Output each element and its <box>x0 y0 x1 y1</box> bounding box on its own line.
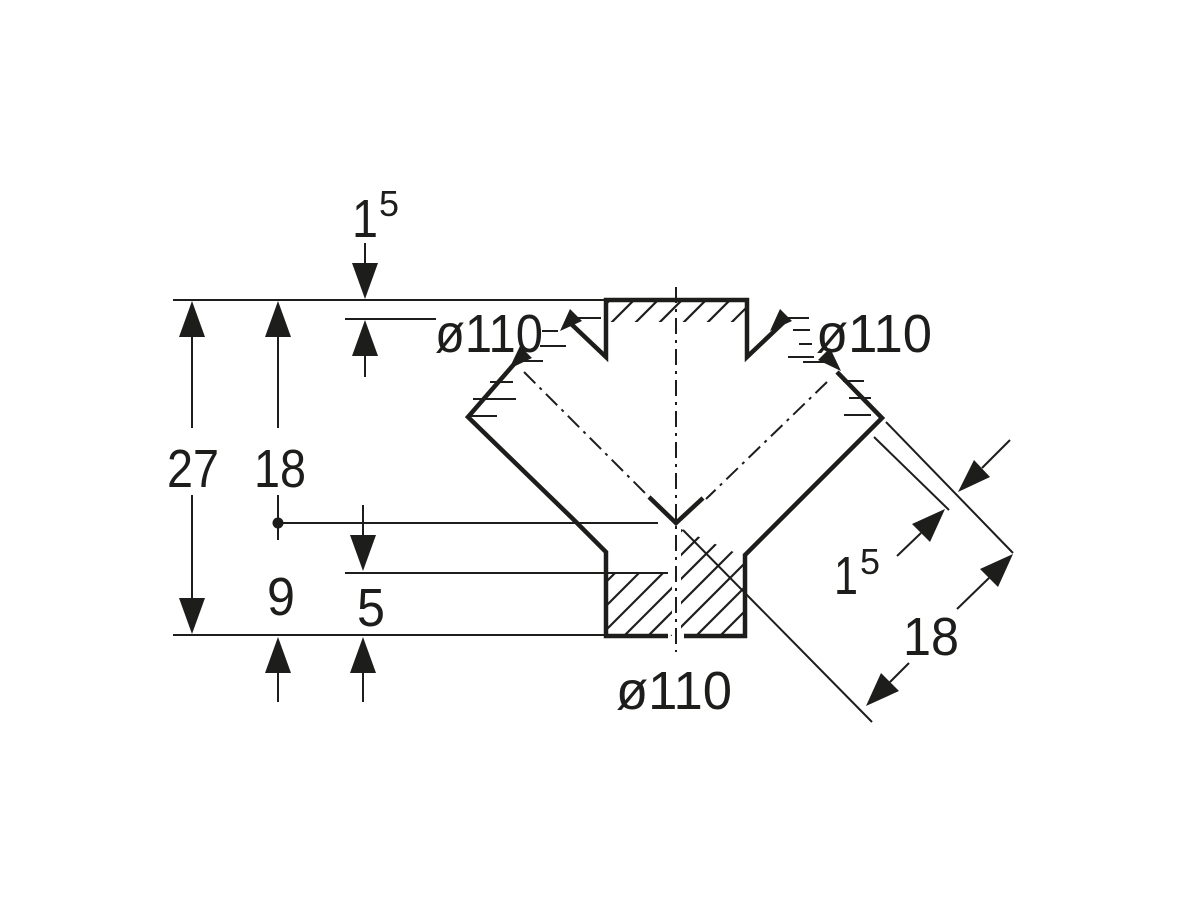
left-branch-chamfer-ticks <box>468 381 516 417</box>
body-outline <box>464 361 886 639</box>
dim-socket-depth-bottom <box>350 505 376 702</box>
label-bottom-outlet-diameter: ø110 <box>616 661 732 721</box>
label-branch-length: 18 <box>903 607 959 667</box>
label-total-height: 27 <box>167 439 219 499</box>
dim-center-to-bottom <box>265 637 291 702</box>
socket-notch-leaders <box>540 309 814 358</box>
outlet-section-hatching <box>606 529 745 636</box>
right-branch-leader <box>803 348 841 371</box>
right-branch-chamfer-ticks <box>843 380 871 416</box>
dim-socket-depth-top <box>352 243 378 377</box>
dim-total-height <box>179 301 205 634</box>
dim-top-to-center <box>265 301 291 540</box>
label-center-to-bottom: 9 <box>267 567 295 627</box>
junction-edges <box>647 495 705 527</box>
label-right-branch-diameter: ø110 <box>816 304 932 364</box>
left-branch-leader <box>509 346 543 369</box>
socket-section-hatching <box>606 300 747 322</box>
label-left-branch-diameter: ø110 <box>435 304 543 364</box>
label-socket-depth-top-sup: 5 <box>379 183 399 224</box>
label-branch-chamfer: 1 <box>834 546 858 606</box>
label-socket-depth-bottom: 5 <box>357 578 385 638</box>
dim-branch-diagonal <box>682 421 1014 723</box>
left-branch-axis <box>523 371 648 496</box>
label-socket-depth-top: 1 <box>352 189 378 249</box>
socket-outline <box>565 297 788 363</box>
label-branch-chamfer-sup: 5 <box>860 541 880 582</box>
label-top-to-center: 18 <box>254 439 306 499</box>
right-branch-axis <box>705 381 828 500</box>
